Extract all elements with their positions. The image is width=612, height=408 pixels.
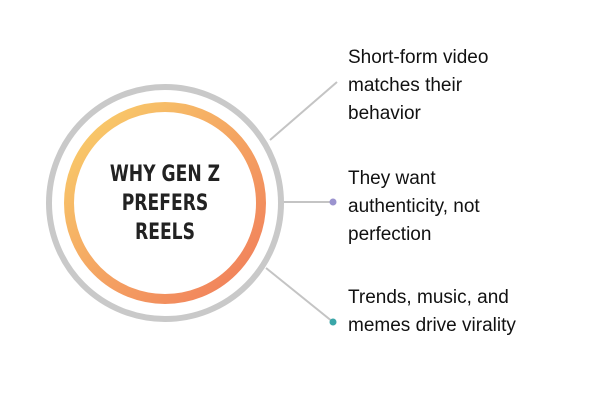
center-title: WHY GEN Z PREFERS REELS — [109, 162, 221, 245]
connector-line-1 — [269, 81, 338, 141]
point-3-text: Trends, music, and memes drive virality — [348, 287, 516, 336]
connector-dot-3 — [329, 318, 337, 326]
inner-gradient-ring — [64, 102, 266, 304]
point-2-text: They want authenticity, not perfection — [348, 168, 480, 245]
point-1-text: Short-form video matches their behavior — [348, 47, 489, 124]
connector-dot-2 — [329, 198, 337, 206]
connector-line-3 — [265, 267, 334, 323]
